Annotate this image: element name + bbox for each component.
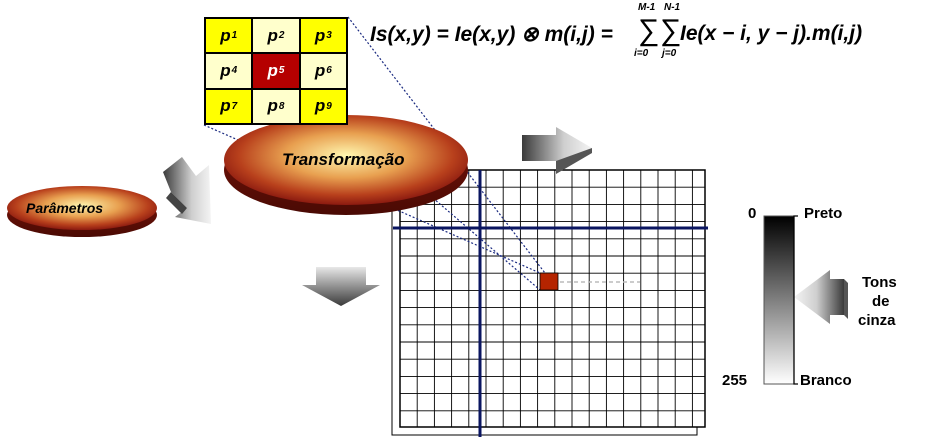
grayscale-min-value: 0 bbox=[748, 205, 757, 222]
transformacao-label: Transformação bbox=[282, 150, 405, 169]
grayscale-caption-line2: de bbox=[872, 293, 890, 310]
kernel-cell-index: 9 bbox=[326, 100, 332, 112]
grayscale-caption-line1: Tons bbox=[862, 274, 897, 291]
kernel-cell-index: 7 bbox=[231, 100, 238, 112]
grayscale-max-label: Branco bbox=[800, 372, 852, 389]
parametros-ellipse bbox=[7, 186, 157, 237]
summation-i-icon: ∑ bbox=[638, 14, 660, 47]
formula-main: Is(x,y) = Ie(x,y) ⊗ m(i,j) = bbox=[370, 23, 613, 46]
kernel-cell-index: 6 bbox=[326, 65, 332, 77]
kernel-cell-symbol: p bbox=[267, 96, 278, 116]
grayscale-max-value: 255 bbox=[722, 372, 748, 389]
lower-limit-i: i=0 bbox=[634, 48, 649, 59]
transformacao-ellipse bbox=[224, 115, 468, 215]
axis-lines bbox=[393, 170, 708, 437]
kernel-cell-symbol: p bbox=[314, 96, 326, 116]
grayscale-caption-line3: cinza bbox=[858, 312, 896, 329]
highlighted-pixel bbox=[539, 272, 559, 291]
kernel-cell-index: 1 bbox=[231, 30, 238, 42]
grayscale-brackets bbox=[793, 215, 798, 385]
image-pixel-grid bbox=[391, 169, 706, 436]
kernel-cell-symbol: p bbox=[267, 25, 278, 45]
arrow-diagonal-icon bbox=[163, 157, 211, 224]
grayscale-min-label: Preto bbox=[804, 205, 843, 222]
kernel-cell-symbol: p bbox=[314, 60, 326, 80]
kernel-cell-index: 2 bbox=[278, 30, 285, 42]
upper-limit-j: N-1 bbox=[664, 2, 681, 13]
kernel-cell-index: 8 bbox=[278, 100, 285, 112]
arrow-left-icon bbox=[794, 270, 848, 324]
upper-limit-i: M-1 bbox=[638, 2, 656, 13]
kernel-cell-index: 3 bbox=[326, 30, 332, 42]
summation-j-icon: ∑ bbox=[660, 14, 682, 47]
kernel-cell-symbol: p bbox=[220, 60, 231, 80]
kernel-cell-symbol: p bbox=[220, 96, 231, 116]
convolution-formula: Is(x,y) = Ie(x,y) ⊗ m(i,j) = ∑ ∑ M-1 N-1… bbox=[370, 2, 925, 60]
lower-limit-j: j=0 bbox=[662, 48, 677, 59]
kernel-cell-index: 5 bbox=[278, 65, 285, 77]
arrow-down-icon bbox=[302, 267, 380, 306]
formula-sum-term: Ie(x − i, y − j).m(i,j) bbox=[680, 22, 863, 45]
kernel-cell-symbol: p bbox=[314, 25, 326, 45]
kernel-cell-index: 4 bbox=[231, 65, 238, 77]
parametros-label: Parâmetros bbox=[26, 200, 104, 216]
grayscale-bar bbox=[763, 215, 795, 385]
kernel-cell-symbol: p bbox=[220, 25, 231, 45]
kernel-cell-symbol: p bbox=[267, 60, 278, 80]
arrow-right-icon bbox=[522, 127, 592, 174]
